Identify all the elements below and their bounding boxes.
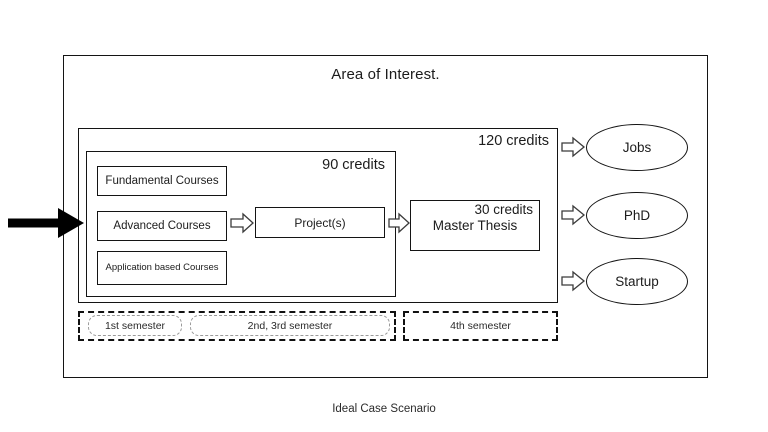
outcome-ellipse-startup: Startup: [586, 258, 688, 305]
master-thesis-box: 30 credits Master Thesis: [410, 200, 540, 251]
course-label-advanced: Advanced Courses: [113, 219, 211, 232]
outcome-label-phd: PhD: [623, 208, 651, 223]
outcome-label-startup: Startup: [615, 274, 659, 289]
semester-label-1st: 1st semester: [88, 315, 182, 336]
course-box-advanced: Advanced Courses: [97, 211, 227, 241]
credits-90-label: 90 credits: [322, 157, 385, 173]
project-label: Project(s): [294, 215, 346, 230]
outcome-ellipse-jobs: Jobs: [586, 124, 688, 171]
credits-120-label: 120 credits: [478, 133, 549, 149]
semester-label-2nd-3rd: 2nd, 3rd semester: [190, 315, 390, 336]
course-box-application-based: Application based Courses: [97, 251, 227, 285]
semester-label-4th: 4th semester: [450, 320, 511, 332]
thesis-credits-label: 30 credits: [474, 202, 533, 217]
figure-caption: Ideal Case Scenario: [332, 403, 436, 415]
outcome-label-jobs: Jobs: [622, 140, 652, 155]
course-label-application-based: Application based Courses: [105, 262, 219, 274]
project-box: Project(s): [255, 207, 385, 238]
semester-group-coursework: [78, 311, 396, 341]
area-of-interest-title: Area of Interest.: [331, 66, 440, 83]
outcome-ellipse-phd: PhD: [586, 192, 688, 239]
course-label-fundamental: Fundamental Courses: [105, 174, 219, 187]
course-box-fundamental: Fundamental Courses: [97, 166, 227, 196]
semester-group-thesis: [403, 311, 558, 341]
thesis-name-label: Master Thesis: [432, 217, 518, 233]
